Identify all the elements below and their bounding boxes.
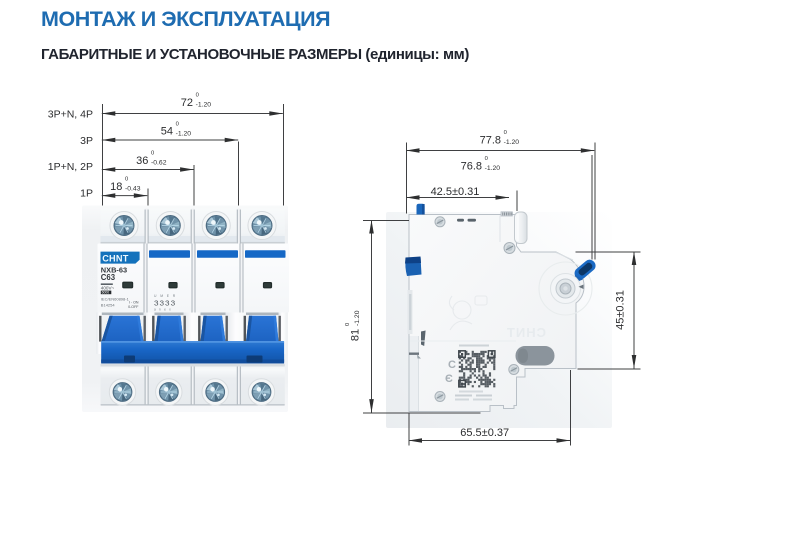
svg-text:Є: Є: [445, 373, 453, 385]
svg-text:-0.43: -0.43: [125, 186, 141, 193]
svg-text:3P+N, 4P: 3P+N, 4P: [48, 108, 93, 120]
svg-text:77.8: 77.8: [480, 135, 501, 147]
svg-text:0: 0: [485, 156, 488, 162]
svg-text:45±0.31: 45±0.31: [615, 290, 627, 330]
svg-text:400V~: 400V~: [101, 285, 115, 290]
svg-text:C: C: [448, 359, 456, 371]
svg-text:ЗЗЗЗ: ЗЗЗЗ: [154, 299, 176, 308]
svg-text:NXB-63: NXB-63: [101, 265, 127, 274]
svg-text:U M E R: U M E R: [154, 294, 177, 298]
svg-text:18: 18: [110, 181, 122, 193]
svg-text:54: 54: [161, 126, 173, 138]
svg-text:76.8: 76.8: [461, 161, 482, 173]
svg-text:C63: C63: [101, 273, 116, 282]
svg-text:-1.20: -1.20: [485, 165, 501, 172]
svg-text:42.5±0.31: 42.5±0.31: [431, 186, 480, 198]
svg-text:-0.62: -0.62: [151, 160, 167, 167]
svg-text:0: 0: [196, 93, 199, 99]
svg-text:0-OFF: 0-OFF: [128, 305, 139, 309]
svg-text:72: 72: [181, 97, 193, 109]
svg-text:36: 36: [136, 155, 148, 167]
svg-text:3P: 3P: [80, 135, 93, 147]
svg-text:0: 0: [125, 177, 128, 183]
svg-text:65.5±0.37: 65.5±0.37: [460, 427, 509, 439]
svg-text:B14254: B14254: [101, 303, 116, 308]
svg-text:CHNT: CHNT: [506, 325, 546, 340]
svg-text:0: 0: [176, 121, 179, 127]
svg-text:a n e x: a n e x: [154, 308, 172, 312]
svg-text:1P+N, 2P: 1P+N, 2P: [48, 161, 93, 173]
svg-text:IEC/EN60898-1: IEC/EN60898-1: [101, 296, 130, 301]
svg-text:CHNT: CHNT: [102, 254, 129, 264]
svg-text:-1.20: -1.20: [504, 139, 520, 146]
svg-text:81: 81: [350, 329, 362, 341]
svg-text:0: 0: [504, 130, 507, 136]
svg-text:-1.20: -1.20: [354, 310, 361, 326]
svg-text:-1.20: -1.20: [176, 130, 192, 137]
svg-text:6000: 6000: [102, 291, 110, 295]
svg-text:I - ON: I - ON: [129, 301, 139, 305]
svg-text:-1.20: -1.20: [196, 102, 212, 109]
svg-text:1P: 1P: [80, 188, 93, 200]
svg-text:0: 0: [151, 151, 154, 157]
svg-text:0: 0: [345, 323, 351, 326]
